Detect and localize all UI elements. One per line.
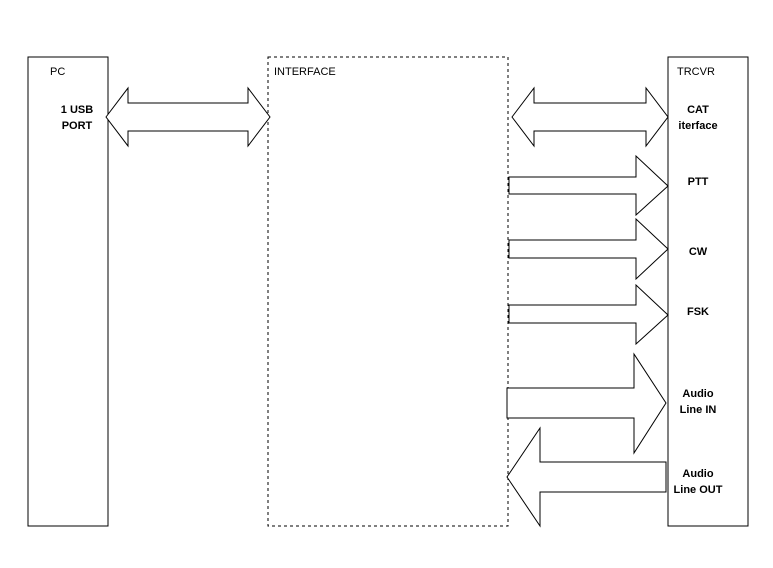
interface-title: INTERFACE — [274, 66, 336, 78]
cat-bidirectional-arrow — [511, 86, 669, 148]
pc-port-label-line2: PORT — [62, 120, 93, 132]
audio-line-out-label-line1: Audio — [682, 468, 713, 480]
fsk-arrow — [508, 283, 669, 346]
ptt-label: PTT — [688, 176, 709, 188]
cw-label: CW — [689, 246, 708, 258]
interface-box — [267, 56, 509, 527]
ptt-arrow — [508, 154, 669, 217]
audio-line-in-arrow — [506, 352, 667, 455]
fsk-label: FSK — [687, 306, 709, 318]
cat-label-line1: CAT — [687, 104, 709, 116]
pc-box — [27, 56, 109, 527]
trcvr-title: TRCVR — [677, 66, 715, 78]
trcvr-box — [667, 56, 749, 527]
cat-label-line2: iterface — [678, 120, 717, 132]
trcvr-block: TRCVR — [667, 56, 749, 527]
audio-line-out-arrow — [506, 426, 667, 528]
usb-bidirectional-arrow — [105, 86, 271, 148]
pc-port-label-line1: 1 USB — [61, 104, 93, 116]
audio-line-out-label-line2: Line OUT — [674, 484, 723, 496]
cw-arrow — [508, 217, 669, 281]
pc-title: PC — [50, 66, 65, 78]
audio-line-in-label-line2: Line IN — [680, 404, 717, 416]
pc-block: PC 1 USB PORT — [27, 56, 109, 527]
interface-block: INTERFACE — [267, 56, 509, 527]
audio-line-in-label-line1: Audio — [682, 388, 713, 400]
